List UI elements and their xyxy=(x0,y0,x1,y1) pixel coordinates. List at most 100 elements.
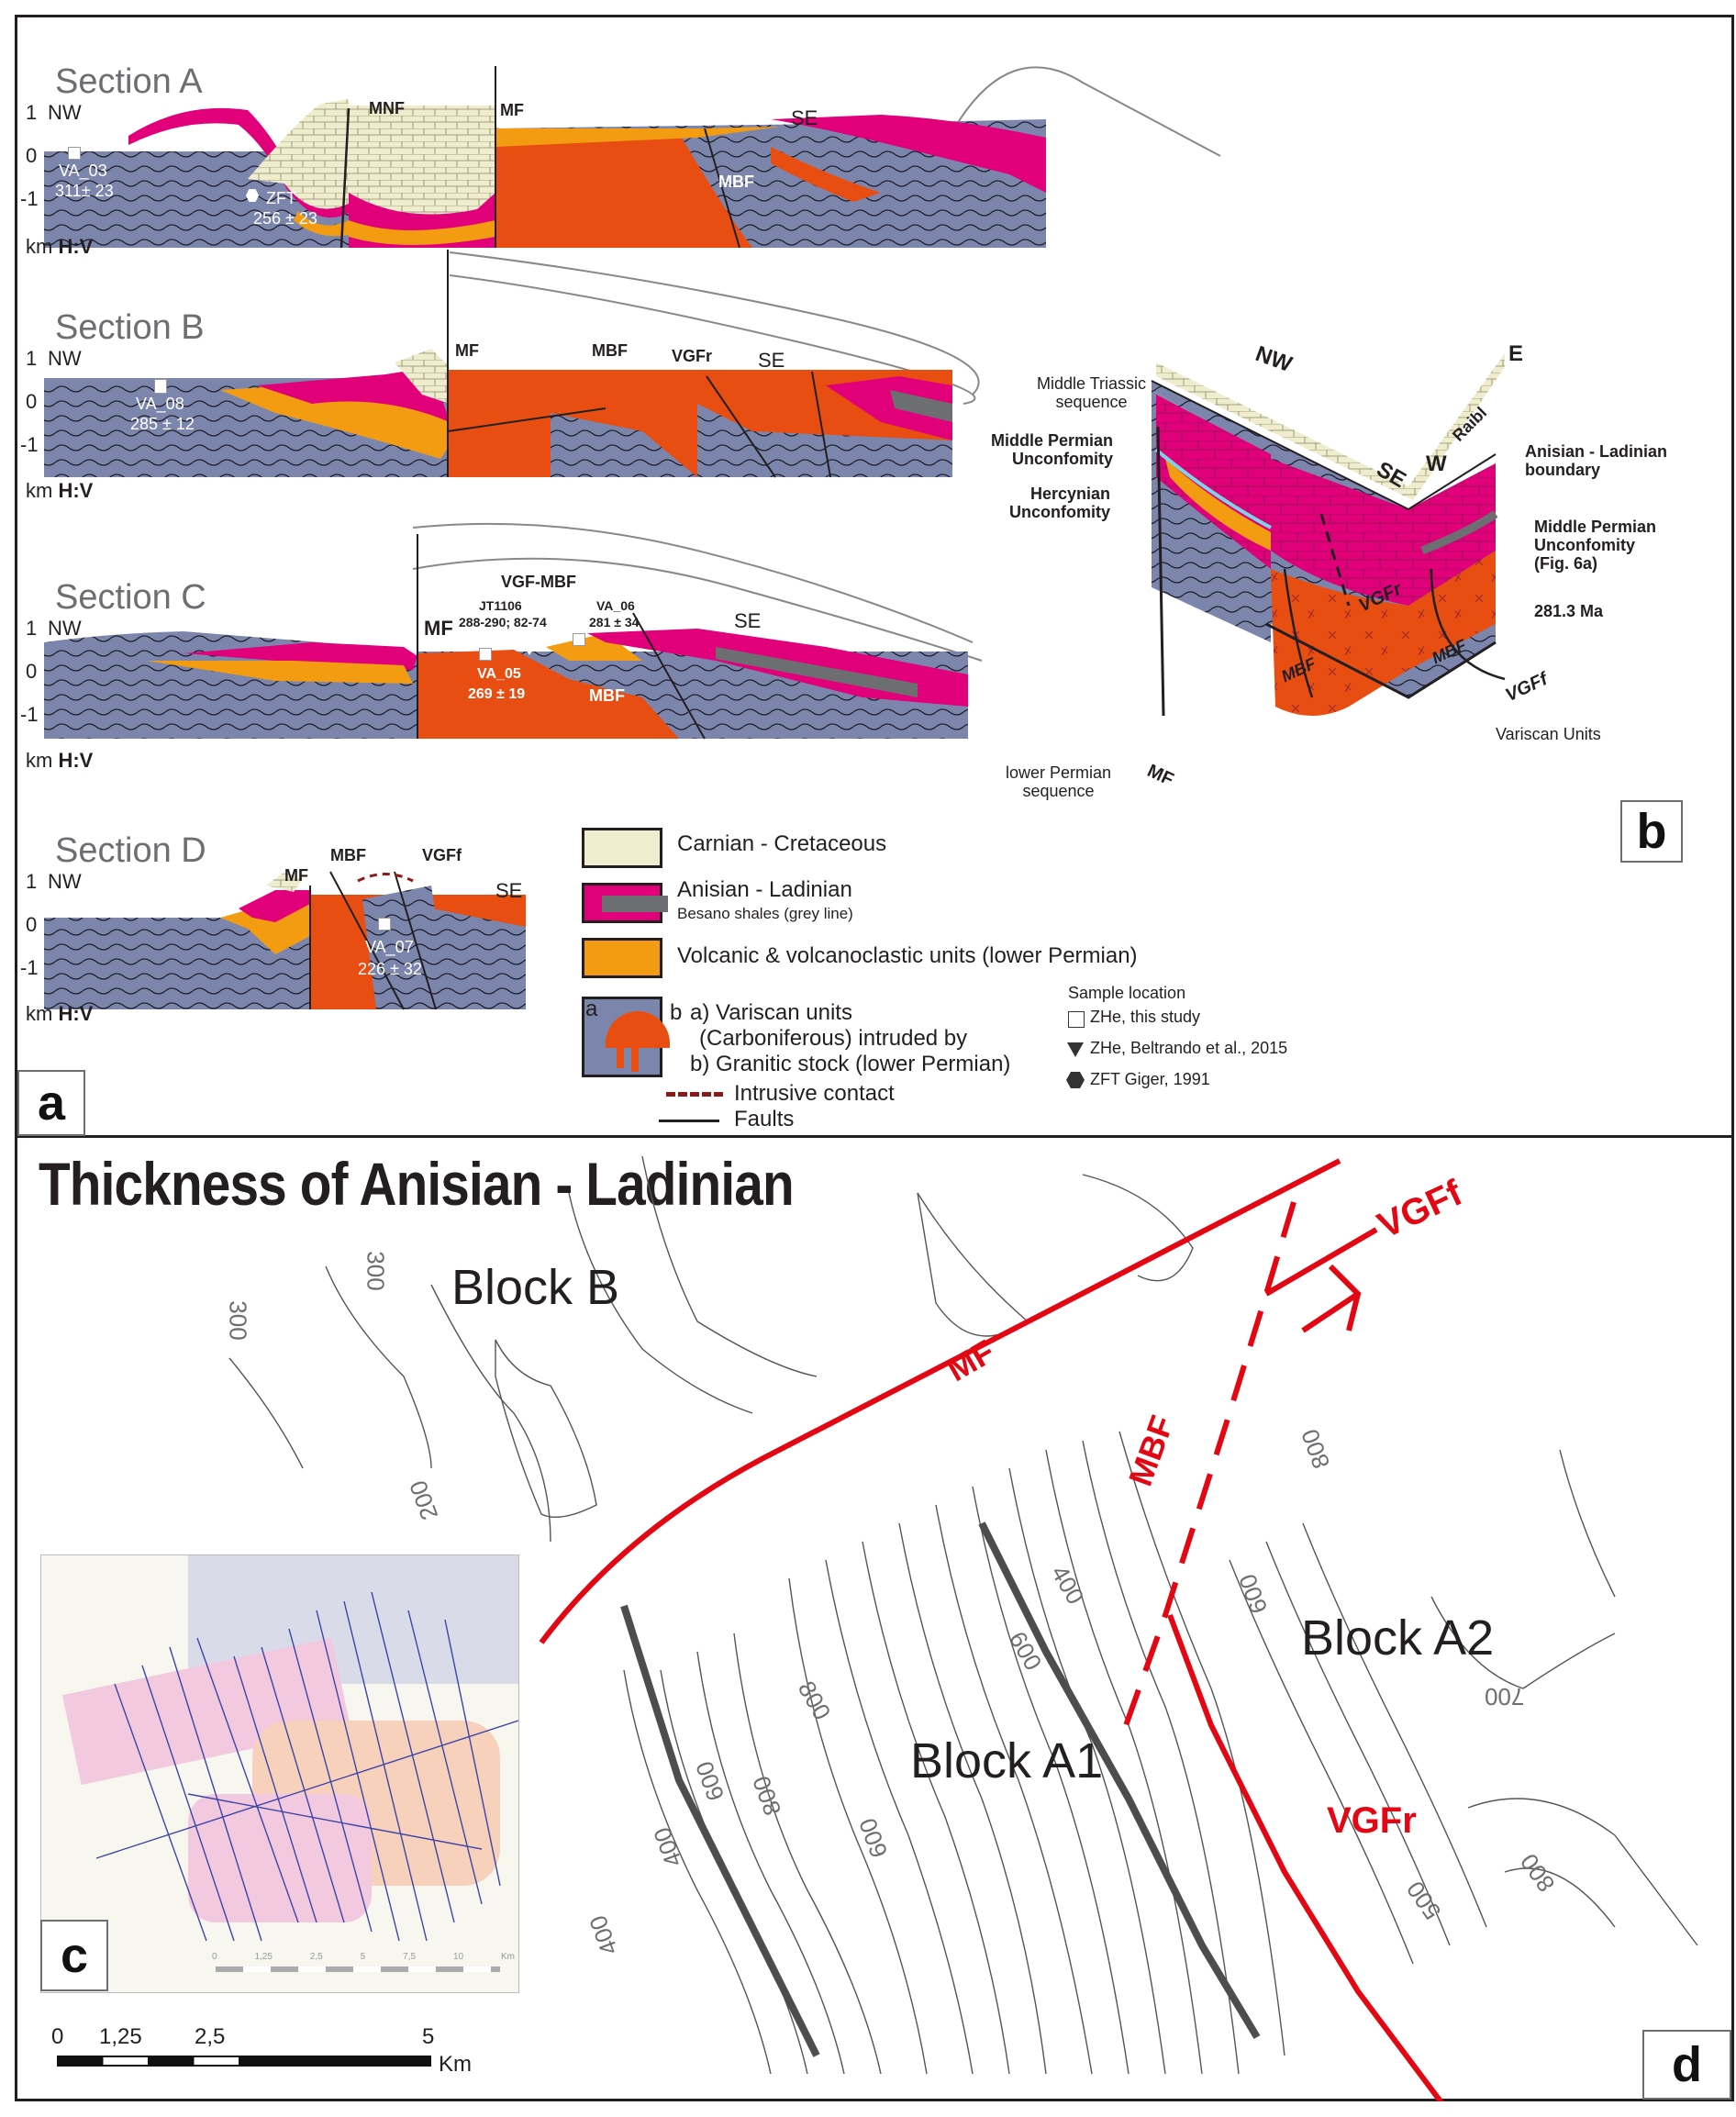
section-a-tick-0: 0 xyxy=(26,144,38,167)
sample-jt1106-id: JT1106 xyxy=(479,598,522,613)
label-line: Middle Triassic xyxy=(1037,374,1147,393)
legend-label-variscan-1: a) Variscan units xyxy=(690,1000,852,1025)
label-line: Unconfomity xyxy=(1534,536,1635,554)
legend-triangle-icon xyxy=(1067,1042,1084,1057)
section-c-scale: km H:V xyxy=(26,749,93,773)
legend-swatch-volcanic xyxy=(582,938,662,978)
thickness-map-art xyxy=(228,1155,1698,2101)
unit-km: km xyxy=(26,235,53,258)
fault-label-mbf: MBF xyxy=(589,686,625,705)
section-b-tick-0: 0 xyxy=(26,390,38,413)
figure-frame xyxy=(15,15,1734,2101)
legend-swatch-b-letter: b xyxy=(670,1000,683,1025)
label-line: lower Permian xyxy=(1006,763,1112,782)
legend-hexagon-icon xyxy=(1066,1072,1085,1088)
label-line: Unconfomity xyxy=(1009,503,1110,521)
panel-divider xyxy=(15,1135,1734,1138)
section-d-tick-neg1: -1 xyxy=(20,956,39,979)
sample-square-icon xyxy=(573,633,585,646)
sample-square-icon xyxy=(479,648,492,661)
block-dir-e: E xyxy=(1508,341,1524,366)
panel-label-c: c xyxy=(40,1920,108,1991)
sample-square-icon xyxy=(68,147,81,160)
map-fault-label-vgfr: VGFr xyxy=(1327,1800,1417,1841)
panel-label-b: b xyxy=(1620,800,1683,863)
fault-label-vgf-mbf: VGF-MBF xyxy=(501,573,576,591)
section-a-tick-1: 1 xyxy=(26,101,38,124)
label-line: sequence xyxy=(1022,782,1095,800)
label-line: (Fig. 6a) xyxy=(1534,554,1598,573)
panel-label-a: a xyxy=(17,1070,85,1136)
label-line: Middle Permian xyxy=(991,431,1114,450)
fault-label-mnf: MNF xyxy=(369,99,405,117)
legend-label-faults: Faults xyxy=(734,1107,795,1131)
inset-scale-tick: 1,25 xyxy=(254,1952,273,1962)
fault-label-vgff: VGFf xyxy=(422,846,462,864)
sample-square-icon xyxy=(154,379,167,394)
scale-unit: Km xyxy=(439,2052,472,2077)
contour-label: 700 xyxy=(1485,1683,1525,1710)
sample-zft-id: ZFT xyxy=(266,189,296,207)
legend-label-intrusive: Intrusive contact xyxy=(734,1081,895,1106)
section-c-tick-1: 1 xyxy=(26,617,38,640)
sample-va05-id: VA_05 xyxy=(477,666,521,682)
block-label-b: Block B xyxy=(451,1260,620,1315)
inset-scale-bar xyxy=(216,1967,500,1972)
inset-scale-tick: 5 xyxy=(360,1952,366,1962)
scale-tick-2-5: 2,5 xyxy=(195,2024,226,2049)
sample-va07-age: 226 ± 32 xyxy=(358,960,422,978)
inset-profile-lines xyxy=(95,1591,518,1942)
sample-hexagon-icon xyxy=(246,189,259,202)
inset-unit-pink2 xyxy=(188,1794,372,1922)
section-b-nw: NW xyxy=(48,347,82,370)
sample-va07-id: VA_07 xyxy=(365,938,414,956)
section-d-drawing xyxy=(44,871,526,1010)
section-a-nw: NW xyxy=(48,101,82,124)
inset-scale-tick: 2,5 xyxy=(309,1952,323,1962)
fault-label-mbf: MBF xyxy=(718,173,754,191)
section-d-title: Section D xyxy=(55,831,206,870)
inset-scale-ticks: 0 1,25 2,5 5 7,5 10 Km xyxy=(212,1952,515,1962)
block-label-a2: Block A2 xyxy=(1301,1610,1495,1666)
sample-va08-id: VA_08 xyxy=(136,395,184,413)
sample-va03-age: 311± 23 xyxy=(55,182,114,200)
fault-line-vgff xyxy=(1264,1227,1378,1297)
inset-scale-tick: 10 xyxy=(452,1952,464,1962)
section-a-title: Section A xyxy=(55,62,203,101)
inset-scale-tick: 7,5 xyxy=(403,1952,417,1962)
section-c-title: Section C xyxy=(55,578,206,617)
fault-label-mbf: MBF xyxy=(592,341,628,360)
fault-label-mf: MF xyxy=(284,866,308,885)
unit-km: km xyxy=(26,1002,53,1025)
section-c-nw: NW xyxy=(48,617,82,640)
hv-ratio: H:V xyxy=(58,749,94,772)
section-c-se: SE xyxy=(734,609,762,632)
fault-line-vgfr xyxy=(1167,1613,1444,2101)
hv-ratio: H:V xyxy=(58,1002,94,1025)
label-age-281: 281.3 Ma xyxy=(1534,602,1604,620)
hv-ratio: H:V xyxy=(58,479,94,502)
sample-va03-id: VA_03 xyxy=(59,162,107,180)
fault-label-mbf: MBF xyxy=(330,846,366,864)
contour-label: 300 xyxy=(224,1300,252,1341)
sample-legend-title: Sample location xyxy=(1068,984,1186,1002)
legend-intrusive-line xyxy=(666,1092,723,1097)
sample-jt1106-age: 288-290; 82-74 xyxy=(459,615,547,630)
block-diagram-art xyxy=(1151,353,1506,717)
legend-granite-root xyxy=(617,1044,624,1068)
label-line: sequence xyxy=(1055,393,1128,411)
section-a-scale: km H:V xyxy=(26,235,93,259)
section-b-title: Section B xyxy=(55,308,205,347)
legend-fault-line xyxy=(659,1120,719,1122)
legend-label-carnian: Carnian - Cretaceous xyxy=(677,831,887,856)
legend-label-variscan-2: (Carboniferous) intruded by xyxy=(699,1026,968,1051)
section-c-drawing xyxy=(44,522,983,740)
inset-map: 0 1,25 2,5 5 7,5 10 Km xyxy=(40,1554,519,1993)
legend-sublabel-besano: Besano shales (grey line) xyxy=(677,905,853,922)
fault-line-mbf xyxy=(1117,1201,1296,1745)
section-a-drawing xyxy=(44,66,1221,249)
sample-va08-age: 285 ± 12 xyxy=(130,415,195,433)
